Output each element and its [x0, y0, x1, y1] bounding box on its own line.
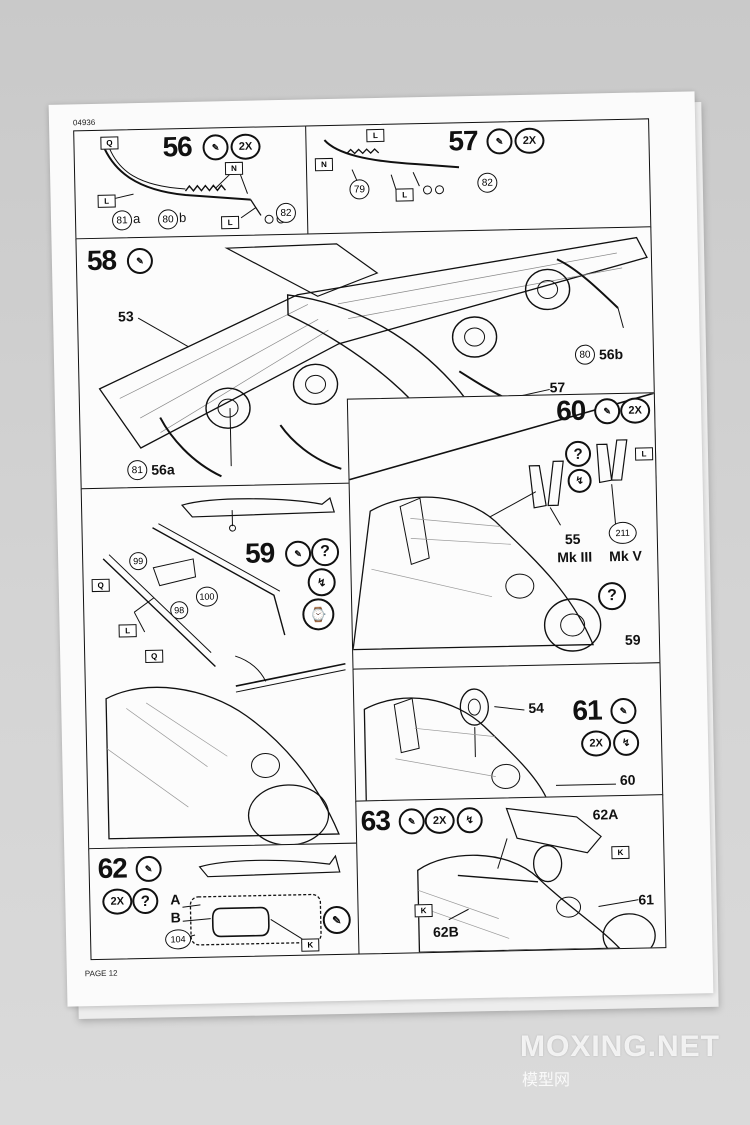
label-mk-v: Mk V [609, 547, 643, 565]
label-57a: 57 [549, 379, 566, 396]
label-59: 59 [624, 631, 641, 648]
watermark-sub: 模型网 [522, 1072, 571, 1089]
flag-n-icon: N [314, 157, 334, 172]
page-number: PAGE 12 [84, 968, 118, 979]
flag-l-icon: L [97, 194, 116, 208]
label-a: A [170, 891, 181, 908]
instruction-sheet: 04936 Q L N L 56 ✎ 2X 81 a 80 b 82 [48, 91, 714, 1007]
label-62b: 62B [432, 923, 459, 940]
flag-n-icon: N [224, 161, 244, 176]
panel-step-60: 60 ✎ 2X ? ↯ L 211 55 Mk III Mk V ? 59 [346, 392, 661, 671]
flag-k-icon-2: K [414, 904, 433, 918]
label-54: 54 [528, 699, 545, 716]
flag-k-icon: K [611, 845, 630, 860]
step-56-drawing [103, 148, 286, 224]
flag-q-icon: Q [91, 578, 110, 593]
step-63-drawing [417, 807, 656, 954]
panel-step-56: Q L N L 56 ✎ 2X 81 a 80 b 82 [73, 125, 310, 241]
flag-l-icon: L [634, 447, 654, 461]
flag-q-icon: Q [100, 136, 119, 150]
flag-l-icon-2: L [220, 215, 240, 230]
flag-k-icon: K [301, 938, 320, 952]
label-mk-iii: Mk III [557, 548, 593, 566]
part-80-suffix: b [178, 210, 187, 226]
label-53: 53 [117, 308, 134, 325]
step-59-drawing [102, 497, 346, 846]
panel-step-63: 63 ✎ 2X ↯ 62A K K 62B 61 [355, 794, 667, 955]
panel-step-57: L N L 79 82 57 ✎ 2X [305, 118, 652, 236]
label-55: 55 [564, 530, 581, 548]
flag-l-icon: L [366, 128, 385, 143]
label-b: B [170, 909, 181, 926]
step-59-number: 59 [244, 537, 275, 569]
part-81-suffix: a [132, 210, 141, 227]
label-56b: 56b [598, 345, 624, 363]
step-61-number: 61 [572, 694, 602, 727]
panel-step-59: Q L Q 99 98 100 59 ✎ ? ↯ ⌚ [80, 482, 359, 851]
flag-l-icon: L [118, 624, 137, 638]
flag-l-icon-2: L [395, 188, 414, 202]
step-63-number: 63 [360, 804, 391, 837]
label-62a: 62A [592, 806, 619, 823]
label-60: 60 [619, 771, 636, 789]
step-62-number: 62 [97, 852, 128, 885]
sheet-code: 04936 [72, 117, 96, 128]
step-56-number: 56 [162, 130, 193, 163]
panel-step-62: 62 ✎ 2X ? A B 104 ✎ K [88, 842, 361, 961]
label-61: 61 [638, 891, 655, 908]
label-56a: 56a [151, 461, 175, 478]
panel-step-61: 54 61 ✎ 2X ↯ 60 [352, 662, 664, 803]
flag-q-icon-2: Q [145, 649, 164, 663]
watermark: MOXING.NET [520, 1030, 721, 1063]
step-57-number: 57 [448, 124, 478, 157]
step-61-drawing [363, 688, 616, 802]
step-60-number: 60 [555, 394, 586, 427]
step-58-number: 58 [86, 244, 117, 277]
